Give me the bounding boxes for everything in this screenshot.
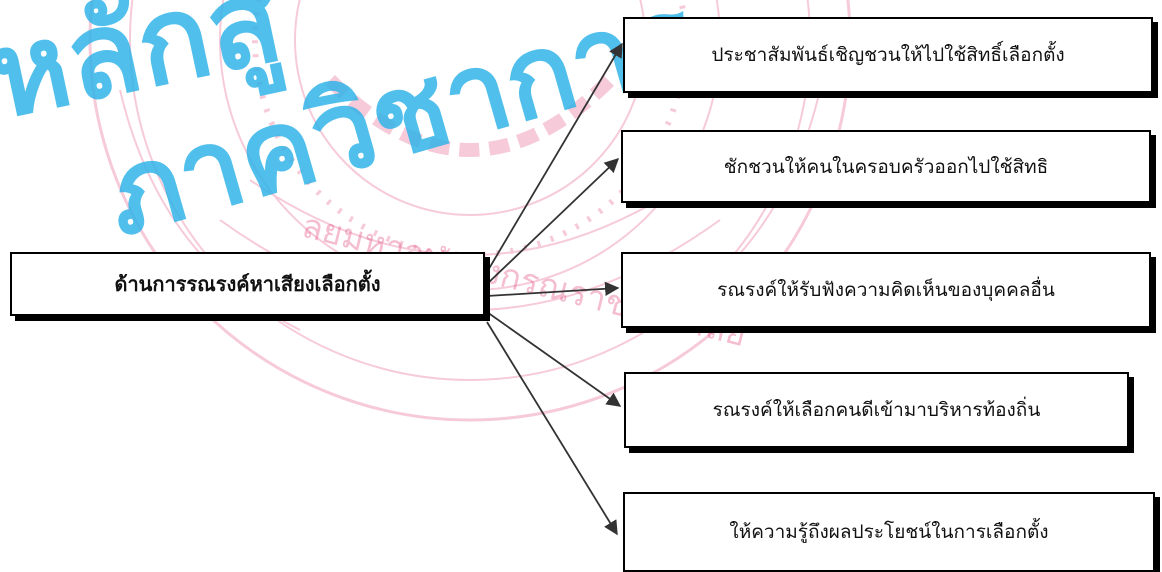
arrow-to-target-4 (486, 311, 622, 407)
target-node-label: ประชาสัมพันธ์เชิญชวนให้ไปใช้สิทธิ์เลือกต… (711, 44, 1065, 66)
target-node-5: ให้ความรู้ถึงผลประโยชน์ในการเลือกตั้ง (623, 492, 1155, 572)
arrow-to-target-5 (486, 321, 618, 536)
arrow-to-target-1 (486, 42, 623, 273)
target-node-2: ชักชวนให้คนในครอบครัวออกไปใช้สิทธิ (621, 130, 1151, 203)
target-node-4: รณรงค์ให้เลือกคนดีเข้ามาบริหารท้องถิ่น (624, 372, 1129, 448)
target-node-label: ชักชวนให้คนในครอบครัวออกไปใช้สิทธิ (723, 155, 1049, 178)
target-node-label: รณรงค์ให้เลือกคนดีเข้ามาบริหารท้องถิ่น (712, 399, 1041, 421)
center-node: ด้านการรณรงค์หาเสียงเลือกตั้ง (10, 252, 485, 316)
target-node-label: รณรงค์ให้รับฟังความคิดเห็นของบุคคลอื่น (717, 279, 1055, 301)
target-node-3: รณรงค์ให้รับฟังความคิดเห็นของบุคคลอื่น (621, 252, 1151, 328)
target-node-1: ประชาสัมพันธ์เชิญชวนให้ไปใช้สิทธิ์เลือกต… (623, 17, 1153, 93)
arrow-to-target-3 (486, 281, 620, 297)
center-node-label: ด้านการรณรงค์หาเสียงเลือกตั้ง (114, 272, 381, 296)
target-node-label: ให้ความรู้ถึงผลประโยชน์ในการเลือกตั้ง (729, 521, 1049, 543)
arrow-to-target-2 (486, 158, 620, 285)
